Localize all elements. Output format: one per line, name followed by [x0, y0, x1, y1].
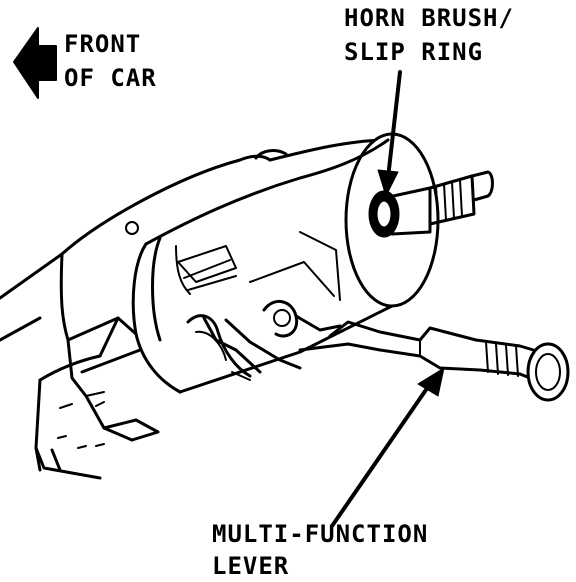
- front-label-line1: FRONT: [64, 30, 142, 58]
- pointer-arrow-icon: [377, 169, 399, 197]
- horn-label-line2: SLIP RING: [344, 38, 484, 66]
- front-of-car-label: FRONT OF CAR: [64, 30, 157, 92]
- wiring-harness: [186, 300, 342, 381]
- horn-label-line1: HORN BRUSH/: [344, 4, 514, 32]
- callout-arrow-horn: [377, 70, 402, 197]
- lever-label-line1: MULTI-FUNCTION: [212, 520, 429, 548]
- lever-label-line2: LEVER: [212, 552, 290, 580]
- front-label-line2: OF CAR: [64, 64, 157, 92]
- left-arrow-icon: [13, 27, 57, 99]
- rear-housing: [59, 149, 288, 442]
- horn-brush-label: HORN BRUSH/ SLIP RING: [344, 4, 514, 66]
- multi-function-lever: [298, 320, 570, 402]
- callout-arrow-lever: [330, 367, 445, 528]
- multi-function-label: MULTI-FUNCTION LEVER: [212, 520, 428, 580]
- pointer-arrow-icon: [417, 367, 445, 397]
- column-shaft: [0, 252, 105, 480]
- upper-shaft: [368, 170, 494, 238]
